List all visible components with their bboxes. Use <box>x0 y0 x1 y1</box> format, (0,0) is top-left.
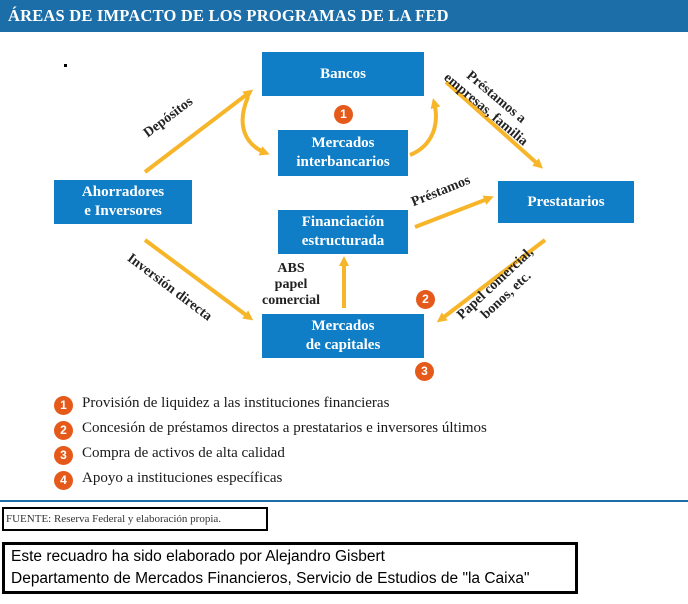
credits-box: Este recuadro ha sido elaborado por Alej… <box>2 542 578 594</box>
label-abs: ABS papel comercial <box>262 261 321 308</box>
node-mercados-interbancarios: Mercados interbancarios <box>278 130 408 176</box>
legend-text: Compra de activos de alta calidad <box>82 445 285 461</box>
legend-text: Apoyo a instituciones específicas <box>82 470 283 486</box>
credits-line-1: Este recuadro ha sido elaborado por Alej… <box>11 548 385 565</box>
arrow-prestamos <box>414 195 494 229</box>
source-note: FUENTE: Reserva Federal y elaboración pr… <box>2 507 268 531</box>
legend-badge: 4 <box>54 471 73 490</box>
arrow-papel-comercial <box>436 238 547 323</box>
node-prestatarios: Prestatarios <box>498 181 634 223</box>
divider-rule <box>0 500 688 502</box>
node-ahorradores-inversores: Ahorradores e Inversores <box>54 180 192 224</box>
arrow-depositos <box>143 89 254 174</box>
node-financiacion-estructurada: Financiación estructurada <box>278 210 408 254</box>
badge-2: 2 <box>416 290 435 309</box>
credits-line-2: Departamento de Mercados Financieros, Se… <box>11 570 530 587</box>
legend-text: Concesión de préstamos directos a presta… <box>82 420 487 436</box>
diagram-arrows <box>143 80 547 323</box>
arrow-prestamos-empresas <box>444 80 543 169</box>
legend-badge: 1 <box>54 396 73 415</box>
node-mercados-capitales: Mercados de capitales <box>262 314 424 358</box>
arrow-interbancarios-to-bancos <box>409 98 441 157</box>
legend-badge: 3 <box>54 446 73 465</box>
figure-title: ÁREAS DE IMPACTO DE LOS PROGRAMAS DE LA … <box>0 0 688 32</box>
badge-1: 1 <box>334 105 353 124</box>
node-bancos: Bancos <box>262 52 424 96</box>
legend-text: Provisión de liquidez a las institucione… <box>82 395 390 411</box>
stray-dot <box>64 64 67 67</box>
arrow-inversion-directa <box>143 238 254 321</box>
legend-badge: 2 <box>54 421 73 440</box>
arrow-bancos-to-interbancarios <box>240 96 270 156</box>
badge-3: 3 <box>415 362 434 381</box>
